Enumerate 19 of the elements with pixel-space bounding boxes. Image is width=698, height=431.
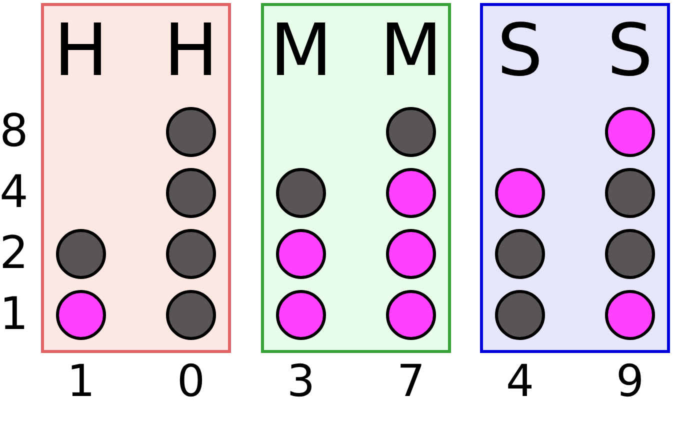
bit-weight-label: 1 bbox=[0, 291, 28, 336]
column-heading: M bbox=[380, 14, 442, 86]
digit-value-label: 1 bbox=[67, 360, 95, 404]
bit-weight-label: 4 bbox=[0, 169, 28, 214]
group-panel bbox=[261, 3, 451, 353]
digit-value-label: 3 bbox=[287, 360, 315, 404]
column-heading: M bbox=[270, 14, 332, 86]
column-heading: S bbox=[607, 14, 653, 86]
group-panel bbox=[480, 3, 670, 353]
column-heading: H bbox=[164, 14, 218, 86]
digit-value-label: 0 bbox=[177, 360, 205, 404]
bit-weight-label: 8 bbox=[0, 108, 28, 153]
digit-value-label: 7 bbox=[397, 360, 425, 404]
column-heading: H bbox=[54, 14, 108, 86]
digit-value-label: 4 bbox=[506, 360, 534, 404]
digit-value-label: 9 bbox=[616, 360, 644, 404]
group-panel bbox=[41, 3, 231, 353]
bit-weight-label: 2 bbox=[0, 230, 28, 275]
column-heading: S bbox=[497, 14, 543, 86]
